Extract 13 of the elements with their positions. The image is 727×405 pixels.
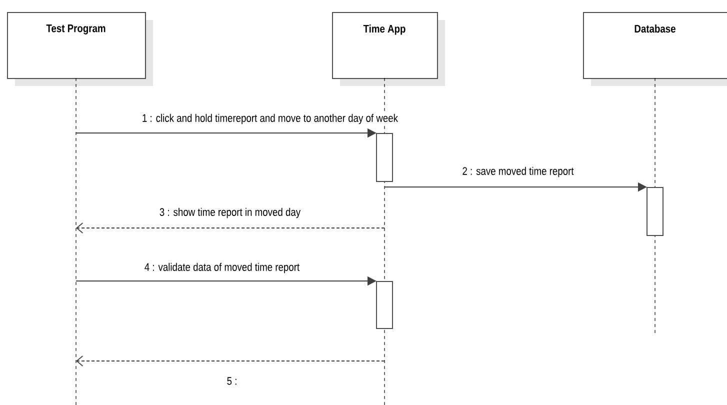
participant-box: Database bbox=[583, 12, 727, 86]
message-label: 4 : validate data of moved time report bbox=[143, 262, 301, 274]
activation-bar bbox=[646, 187, 664, 236]
message-label: 2 : save moved time report bbox=[461, 166, 575, 178]
participant-box: Test Program bbox=[7, 12, 153, 86]
participant-box: Time App bbox=[332, 12, 445, 86]
message-arrow bbox=[76, 222, 385, 234]
message-label: 3 : show time report in moved day bbox=[158, 206, 302, 220]
message-arrow bbox=[76, 356, 385, 366]
activation-bar bbox=[376, 133, 393, 182]
message-label: 5 : bbox=[226, 376, 238, 386]
activation-bar bbox=[376, 281, 393, 329]
message-label: 1 : click and hold timereport and move to another day of week bbox=[140, 112, 400, 126]
